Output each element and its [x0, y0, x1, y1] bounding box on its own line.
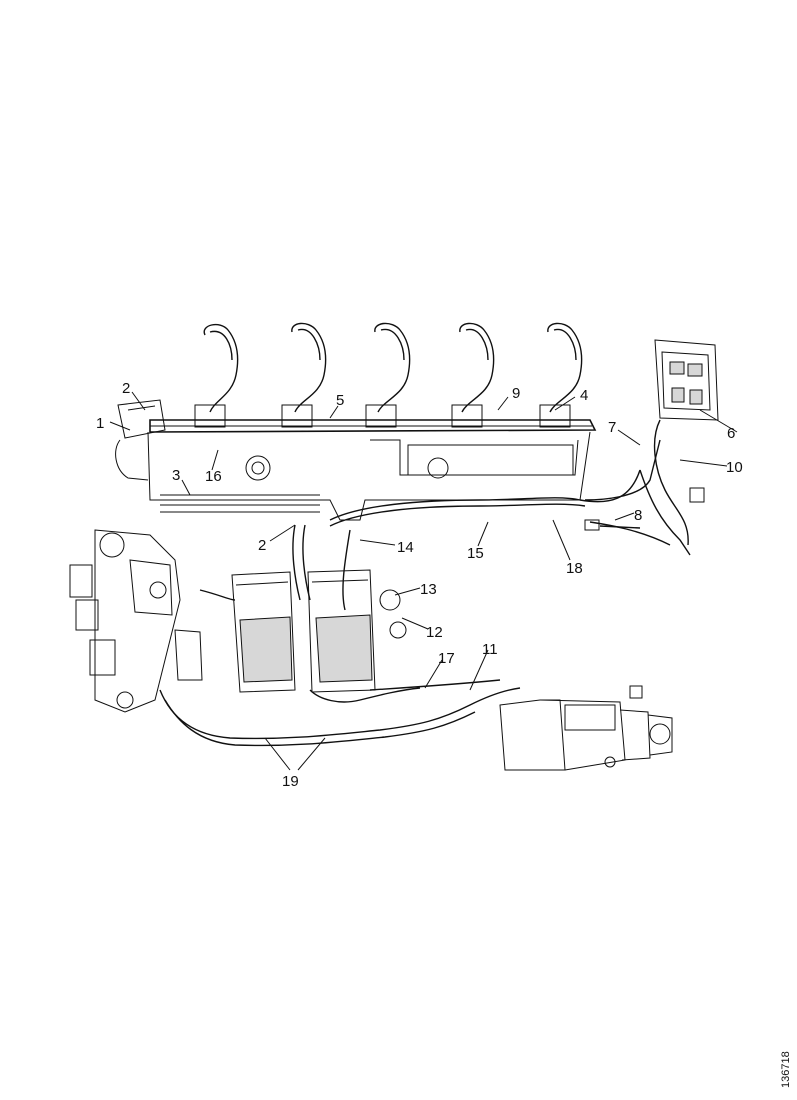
relay-box	[654, 339, 719, 421]
engine-block	[115, 399, 591, 521]
lower-harness	[329, 439, 691, 556]
callout-15: 15	[467, 545, 484, 562]
ecu-harness	[292, 524, 421, 703]
injector-wire-loops	[203, 322, 583, 413]
callout-8: 8	[634, 507, 642, 524]
callout-13: 13	[420, 581, 437, 598]
callout-4: 4	[580, 387, 588, 404]
upper-harness-rail	[149, 404, 597, 433]
callout-14: 14	[397, 539, 414, 556]
ecu-units	[231, 569, 407, 693]
callout-5: 5	[336, 392, 344, 409]
right-sensors	[584, 419, 705, 546]
callout-16: 16	[205, 468, 222, 485]
callout-17: 17	[438, 650, 455, 667]
callout-6: 6	[727, 425, 735, 442]
callout-1: 1	[96, 415, 104, 432]
callout-2-bottom: 2	[258, 537, 266, 554]
reference-code: 136718	[780, 1051, 792, 1088]
callout-11: 11	[482, 641, 498, 658]
callout-12: 12	[426, 624, 443, 641]
callout-9: 9	[512, 385, 520, 402]
callout-3: 3	[172, 467, 180, 484]
starter-motor	[499, 685, 673, 771]
leader-lines	[109, 391, 738, 771]
callout-7: 7	[608, 419, 616, 436]
callout-10: 10	[726, 459, 743, 476]
left-pump-assembly	[69, 529, 203, 713]
callout-2-top: 2	[122, 380, 130, 397]
lower-harness-starter	[159, 589, 521, 747]
callout-18: 18	[566, 560, 583, 577]
callout-19: 19	[282, 773, 299, 790]
